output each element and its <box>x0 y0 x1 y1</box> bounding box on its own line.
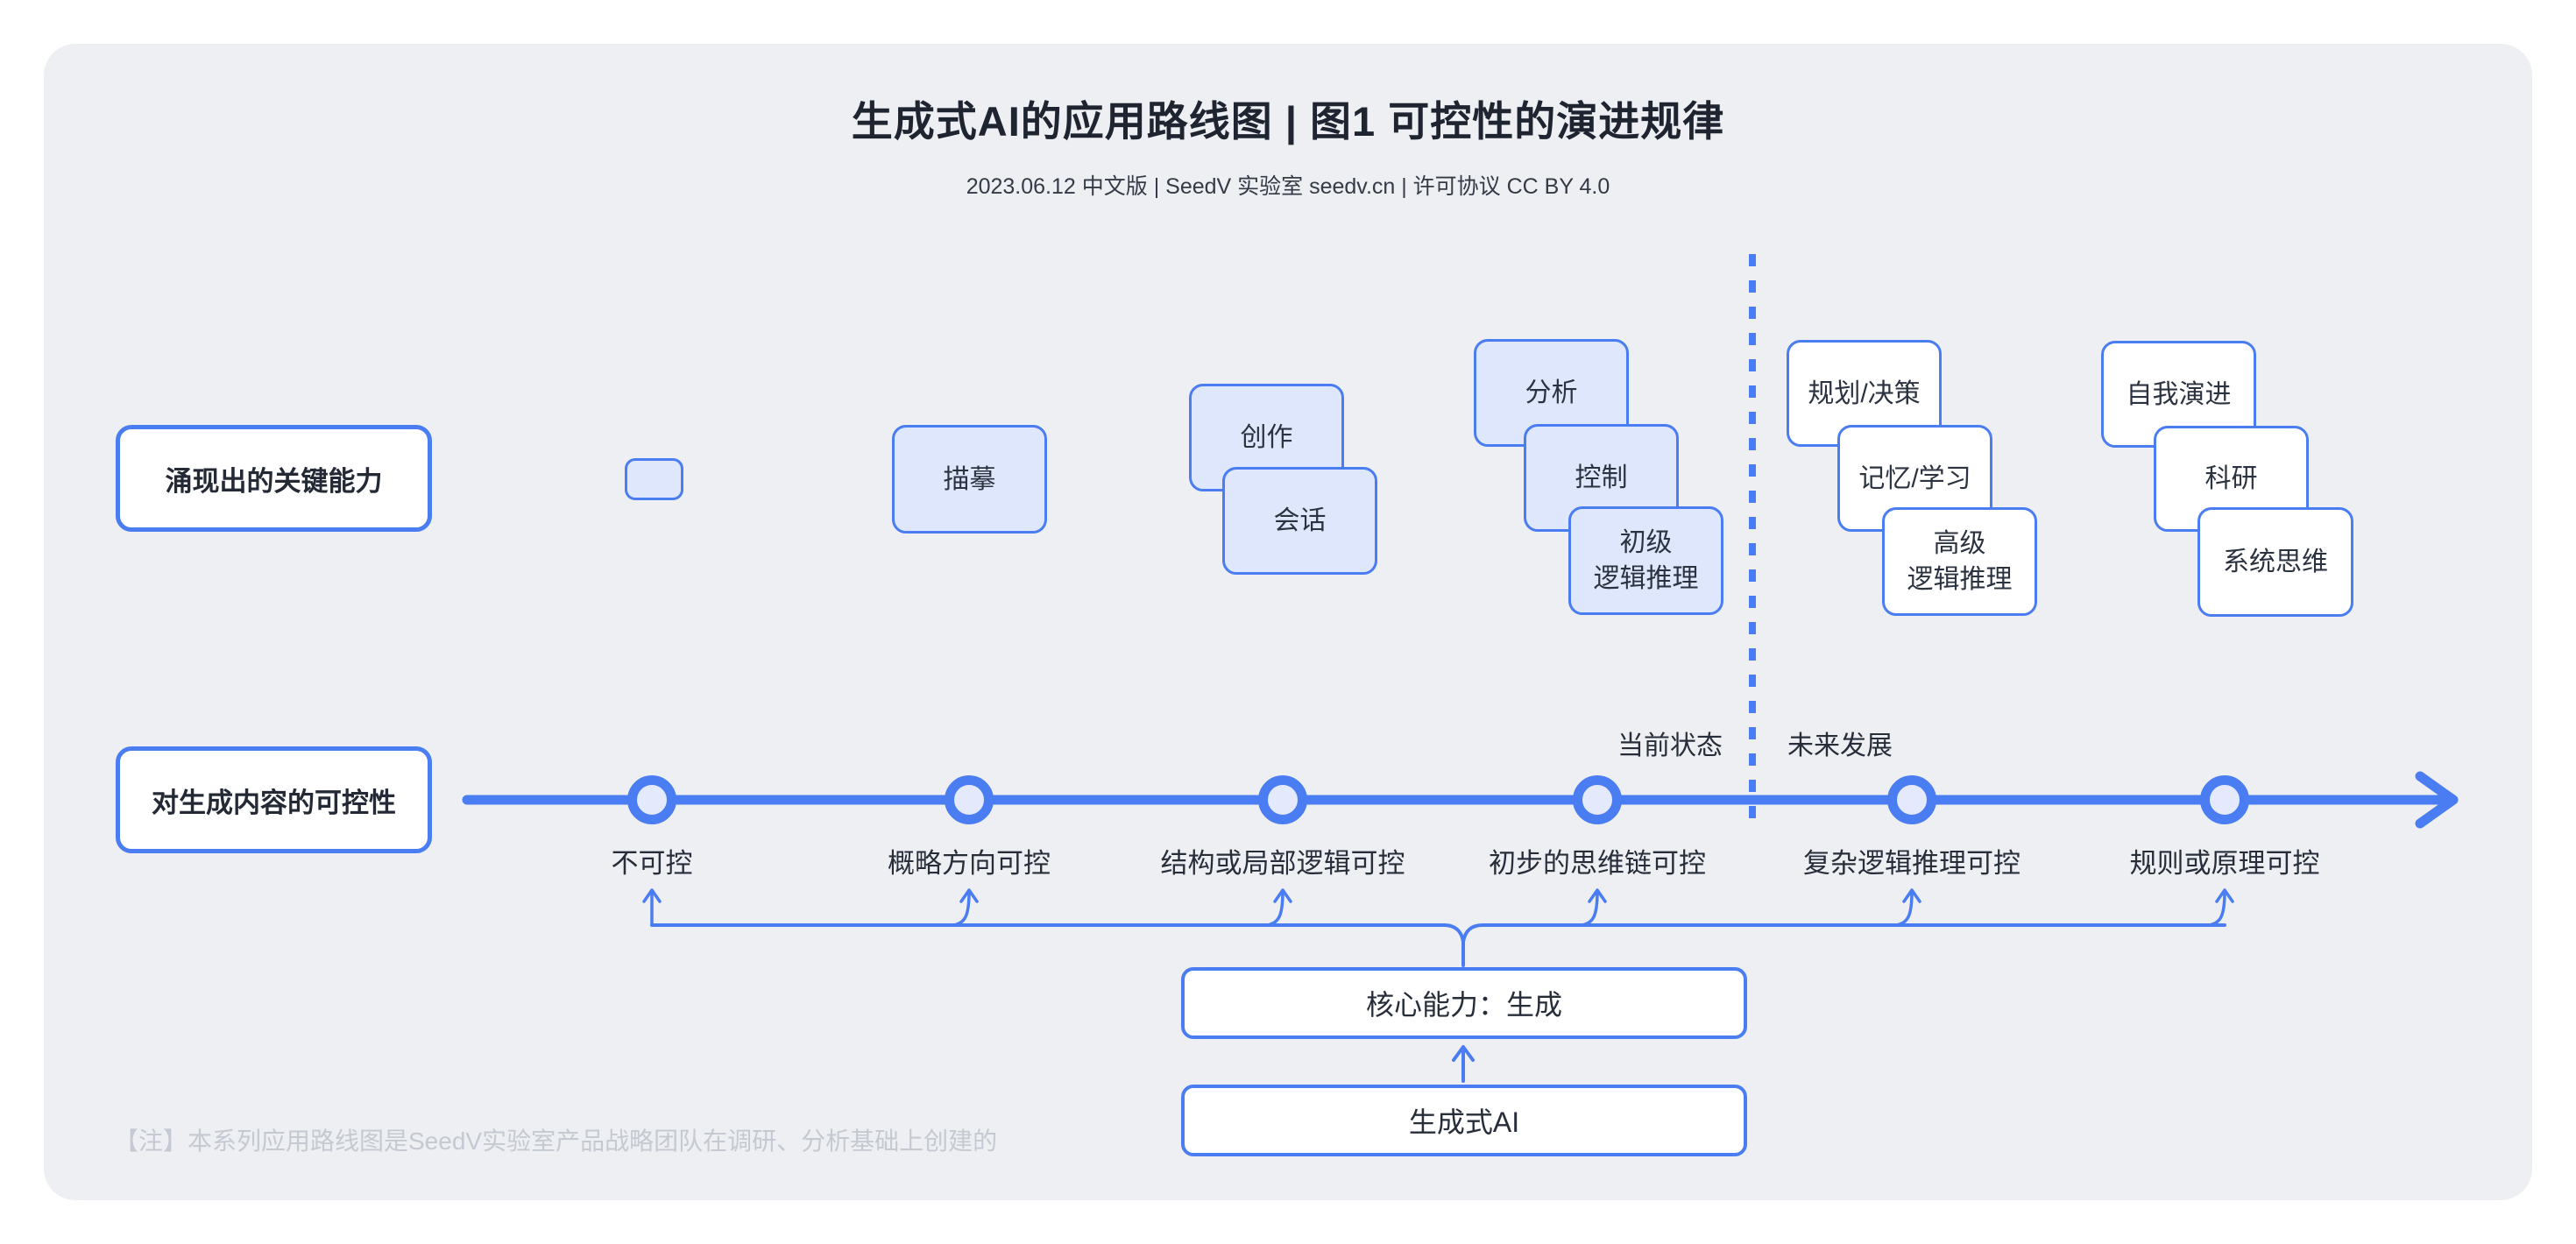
stage-label-uncontrollable: 不可控 <box>611 848 693 879</box>
stage-label-chain-of-thought: 初步的思维链可控 <box>1489 848 1706 879</box>
stage-label-rough-direction: 概略方向可控 <box>888 848 1051 879</box>
generative-ai-box: 生成式AI <box>1181 1085 1747 1156</box>
future-development-label: 未来发展 <box>1787 732 1893 760</box>
row-label-controllability: 对生成内容的可控性 <box>116 746 432 853</box>
page-subtitle: 2023.06.12 中文版 | SeedV 实验室 seedv.cn | 许可… <box>966 174 1610 199</box>
timeline-node-uncontrollable <box>627 775 676 824</box>
current-state-label: 当前状态 <box>1617 732 1723 760</box>
timeline-node-structure-logic <box>1258 775 1307 824</box>
stage-arrow-group <box>642 888 2234 927</box>
capability-card-basic-logical-reasoning: 初级 逻辑推理 <box>1568 506 1723 615</box>
timeline-node-complex-reasoning <box>1887 775 1936 824</box>
stage-arrow-4 <box>1580 888 1607 927</box>
generative-to-core-arrow <box>1452 1045 1475 1083</box>
stage-arrow-6 <box>2207 888 2234 927</box>
stage-arrow-2 <box>952 888 979 927</box>
stage-label-rules-principles: 规则或原理可控 <box>2129 848 2320 879</box>
timeline-node-chain-of-thought <box>1573 775 1622 824</box>
stage-arrow-1 <box>642 888 662 927</box>
page-title: 生成式AI的应用路线图 | 图1 可控性的演进规律 <box>851 98 1725 145</box>
timeline-arrowhead-icon <box>2415 771 2459 829</box>
stage-label-structure-logic: 结构或局部逻辑可控 <box>1160 848 1405 879</box>
note-text: 【注】本系列应用路线图是SeedV实验室产品战略团队在调研、分析基础上创建的 <box>114 1127 998 1155</box>
stage-arrow-3 <box>1265 888 1292 927</box>
brace-connector-line <box>650 923 2226 967</box>
capability-card-tracing: 描摹 <box>892 425 1047 534</box>
row-label-key-capabilities: 涌现出的关键能力 <box>116 425 432 532</box>
timeline-node-rules-principles <box>2200 775 2249 824</box>
capability-card-systems-thinking: 系统思维 <box>2197 507 2353 617</box>
capability-card-conversation: 会话 <box>1222 467 1377 575</box>
core-capability-box: 核心能力：生成 <box>1181 967 1747 1039</box>
stage-label-complex-reasoning: 复杂逻辑推理可控 <box>1803 848 2020 879</box>
stage-arrow-5 <box>1894 888 1921 927</box>
timeline-node-rough-direction <box>945 775 994 824</box>
capability-card-empty <box>625 458 683 500</box>
capability-card-advanced-logical-reasoning: 高级 逻辑推理 <box>1882 507 2037 616</box>
